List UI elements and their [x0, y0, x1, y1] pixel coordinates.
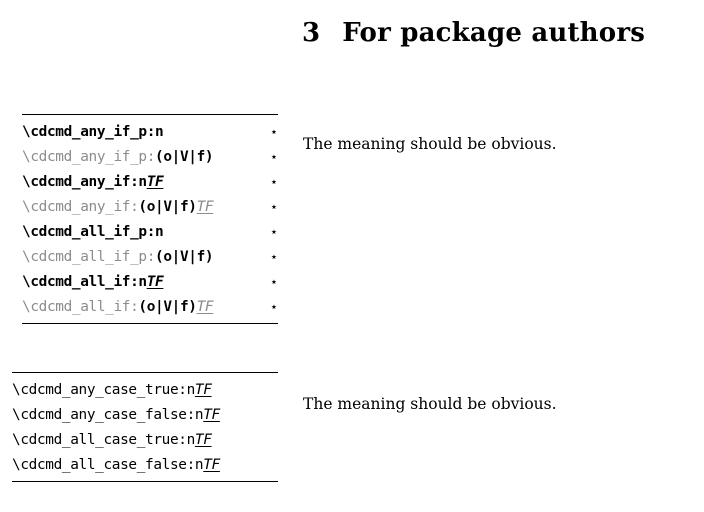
expandable-star-icon: ⋆	[269, 300, 278, 315]
tf-suffix: TF	[196, 199, 214, 215]
function-signature: \cdcmd_any_if:(o|V|f)TF	[22, 195, 214, 220]
block-description: The meaning should be obvious.	[303, 135, 557, 153]
function-name: \cdcmd_all_if_p:	[22, 249, 156, 265]
function-signature-row: \cdcmd_any_if_p:(o|V|f) ⋆	[22, 145, 278, 170]
function-name: \cdcmd_any_if_p:	[22, 149, 156, 165]
function-name: \cdcmd_all_case_true:n	[12, 432, 195, 448]
expandable-star-icon: ⋆	[269, 250, 278, 265]
function-signature-row: \cdcmd_all_case_false:nTF	[12, 453, 278, 478]
function-name: \cdcmd_all_if:	[22, 299, 139, 315]
function-signature: \cdcmd_any_if_p:(o|V|f)	[22, 145, 214, 170]
function-name: \cdcmd_any_if:	[22, 199, 139, 215]
function-signature-row: \cdcmd_any_if:(o|V|f)TF ⋆	[22, 195, 278, 220]
tf-suffix: TF	[203, 457, 220, 473]
function-name: \cdcmd_any_case_false:n	[12, 407, 204, 423]
page-section-heading: 3 For package authors	[302, 18, 645, 48]
function-signature: \cdcmd_all_if:(o|V|f)TF	[22, 295, 214, 320]
expandable-star-icon: ⋆	[269, 150, 278, 165]
function-block-conditionals: \cdcmd_any_if_p:n⋆\cdcmd_any_if_p:(o|V|f…	[22, 114, 278, 324]
function-signature-row: \cdcmd_any_if_p:n ⋆	[22, 120, 278, 145]
function-signature: \cdcmd_any_if_p:n	[22, 120, 164, 145]
function-row-list: \cdcmd_any_case_true:nTF\cdcmd_any_case_…	[12, 373, 278, 481]
tf-suffix: TF	[194, 382, 212, 398]
function-signature-row: \cdcmd_all_if:nTF ⋆	[22, 270, 278, 295]
tf-suffix: TF	[146, 174, 164, 190]
function-signature-row: \cdcmd_any_case_true:nTF	[12, 378, 278, 403]
argument-spec: (o|V|f)	[138, 299, 197, 315]
block-top-rule	[22, 114, 278, 115]
section-title: For package authors	[342, 18, 646, 48]
argument-spec: (o|V|f)	[155, 249, 214, 265]
function-row-list: \cdcmd_any_if_p:n⋆\cdcmd_any_if_p:(o|V|f…	[22, 115, 278, 323]
function-signature: \cdcmd_all_if_p:(o|V|f)	[22, 245, 214, 270]
function-signature-row: \cdcmd_any_case_false:nTF	[12, 403, 278, 428]
block-description: The meaning should be obvious.	[303, 395, 557, 413]
function-signature-row: \cdcmd_all_if_p:n ⋆	[22, 220, 278, 245]
function-name: \cdcmd_any_if_p:n	[22, 124, 164, 140]
block-top-rule	[12, 372, 278, 373]
tf-suffix: TF	[146, 274, 164, 290]
function-signature-row: \cdcmd_all_if_p:(o|V|f) ⋆	[22, 245, 278, 270]
expandable-star-icon: ⋆	[269, 125, 278, 140]
tf-suffix: TF	[194, 432, 212, 448]
function-signature: \cdcmd_all_case_true:nTF	[12, 428, 212, 453]
block-bottom-rule	[12, 481, 278, 482]
function-signature-row: \cdcmd_any_if:nTF ⋆	[22, 170, 278, 195]
function-signature: \cdcmd_any_if:nTF	[22, 170, 164, 195]
function-name: \cdcmd_any_case_true:n	[12, 382, 195, 398]
expandable-star-icon: ⋆	[269, 275, 278, 290]
function-signature-row: \cdcmd_all_case_true:nTF	[12, 428, 278, 453]
block-bottom-rule	[22, 323, 278, 324]
section-number: 3	[302, 18, 321, 48]
function-block-case: \cdcmd_any_case_true:nTF\cdcmd_any_case_…	[12, 372, 278, 482]
function-name: \cdcmd_all_if_p:n	[22, 224, 164, 240]
expandable-star-icon: ⋆	[269, 225, 278, 240]
function-name: \cdcmd_all_if:n	[22, 274, 147, 290]
function-signature: \cdcmd_all_if:nTF	[22, 270, 164, 295]
function-signature: \cdcmd_all_case_false:nTF	[12, 453, 220, 478]
function-signature-row: \cdcmd_all_if:(o|V|f)TF ⋆	[22, 295, 278, 320]
function-name: \cdcmd_any_if:n	[22, 174, 147, 190]
function-signature: \cdcmd_all_if_p:n	[22, 220, 164, 245]
expandable-star-icon: ⋆	[269, 200, 278, 215]
function-signature: \cdcmd_any_case_false:nTF	[12, 403, 220, 428]
argument-spec: (o|V|f)	[155, 149, 214, 165]
function-signature: \cdcmd_any_case_true:nTF	[12, 378, 212, 403]
argument-spec: (o|V|f)	[138, 199, 197, 215]
tf-suffix: TF	[203, 407, 220, 423]
tf-suffix: TF	[196, 299, 214, 315]
expandable-star-icon: ⋆	[269, 175, 278, 190]
function-name: \cdcmd_all_case_false:n	[12, 457, 204, 473]
